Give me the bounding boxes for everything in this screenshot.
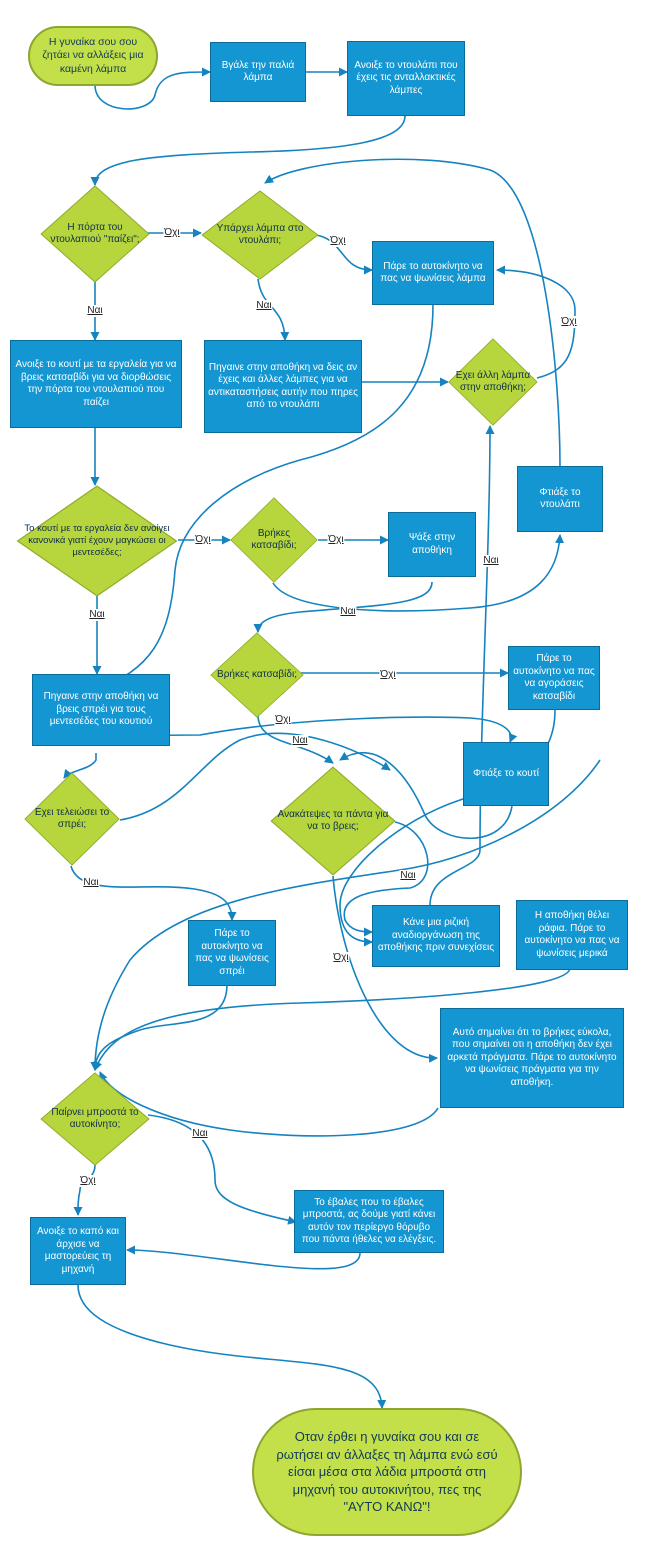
diamond-shape: [270, 766, 396, 876]
spray-finished-decision: Εχει τελειώσει το σπρέι;: [24, 772, 120, 866]
decision-text: Παίρνει μπροστά το αυτοκίνητο;: [51, 1106, 139, 1131]
edge-label-no: Όχι: [560, 316, 578, 328]
edge-shelves-car: [93, 967, 571, 1071]
drive-buy-screwdriver-step: Πάρε το αυτοκίνητο να πας να αγοράσεις κ…: [508, 646, 600, 710]
decision-text: Υπάρχει λάμπα στο ντουλάπι;: [216, 222, 304, 247]
edge-lamp-storage: [257, 278, 290, 341]
diamond-shape: [448, 338, 538, 426]
edge-noise-hood: [126, 1245, 361, 1270]
other-lamp-storage-decision: Εχει άλλη λάμπα στην αποθήκη;: [448, 338, 538, 426]
edge-start-remove: [94, 67, 211, 110]
edge-open-door: [90, 115, 406, 186]
go-storage-replace-step: Πηγαινε στην αποθήκη να δεις αν έχεις κα…: [204, 340, 362, 433]
edge-label-no: Όχι: [79, 1175, 97, 1187]
edge-label-yes: Ναι: [82, 877, 100, 889]
decision-text: Εχει άλλη λάμπα στην αποθήκη;: [455, 369, 531, 394]
edge-mess-car: [90, 759, 601, 1071]
fix-cabinet-step: Φτιάξε το ντουλάπι: [517, 466, 603, 532]
edge-label-yes: Ναι: [191, 1128, 209, 1140]
edge-hood-end: [77, 1284, 387, 1409]
open-spare-cabinet-step: Ανοιξε το ντουλάπι που έχεις τις ανταλλα…: [347, 41, 465, 116]
decision-text: Εχει τελειώσει το σπρέι;: [34, 806, 110, 831]
search-storage-step: Ψάξε στην αποθήκη: [388, 512, 476, 577]
edge-lamp-buy: [315, 234, 373, 275]
decision-text: Βρήκες κατσαβίδι;: [217, 668, 297, 680]
drive-buy-lamp-step: Πάρε το αυτοκίνητο να πας να ψωνίσεις λά…: [372, 241, 494, 305]
storage-shelves-step: Η αποθήκη θέλει ράφια. Πάρε το αυτοκίνητ…: [516, 900, 628, 970]
fix-box-step: Φτιάξε το κουτί: [463, 742, 549, 806]
car-starts-decision: Παίρνει μπροστά το αυτοκίνητο;: [40, 1072, 150, 1166]
end-terminal: Οταν έρθει η γυναίκα σου και σε ρωτήσει …: [252, 1408, 522, 1536]
edge-label-no: Όχι: [329, 235, 347, 247]
diamond-shape: [24, 772, 120, 866]
edge-label-yes: Ναι: [255, 300, 273, 312]
messed-everything-decision: Ανακάτεψες τα πάντα για να το βρεις;: [270, 766, 396, 876]
edge-label-yes: Ναι: [86, 305, 104, 317]
start-terminal: Η γυναίκα σου σου ζητάει να αλλάξεις μια…: [28, 26, 158, 86]
lamp-in-cabinet-decision: Υπάρχει λάμπα στο ντουλάπι;: [201, 190, 319, 280]
diamond-shape: [40, 185, 150, 283]
drive-buy-spray-step: Πάρε το αυτοκίνητο να πας να ψωνίσεις σπ…: [188, 920, 276, 986]
decision-text: Βρήκες κατσαβίδι;: [251, 527, 297, 552]
edge-label-yes: Ναι: [291, 735, 309, 747]
edge-car-noise: [147, 1114, 297, 1225]
open-hood-step: Ανοιξε το καπό και άρχισε να μαστορεύεις…: [30, 1217, 126, 1285]
edge-buy-drive: [94, 304, 434, 692]
edge-spray-yes: [70, 865, 237, 921]
edge-search-sd2: [253, 581, 433, 633]
toolbox-stuck-decision: Το κουτί με τα εργαλεία δεν ανοίγει κανο…: [16, 485, 178, 597]
edge-label-yes: Ναι: [399, 870, 417, 882]
diamond-shape: [201, 190, 319, 280]
edge-reorg-drive: [429, 425, 495, 906]
decision-text: Η πόρτα του ντουλαπιού "παίζει";: [50, 221, 140, 246]
diamond-shape: [230, 497, 318, 583]
reorganize-storage-step: Κάνε μια ριζική αναδιοργάνωση της αποθήκ…: [372, 905, 500, 967]
diamond-shape: [210, 632, 304, 718]
edge-spray-finished-loop: [63, 753, 97, 779]
edge-sd2-mess: [257, 714, 334, 764]
edge-label-no: Όχι: [194, 534, 212, 546]
edge-fixbox-mess: [339, 751, 513, 840]
edge-mess-easy: [332, 875, 438, 1063]
found-screwdriver-decision-2: Βρήκες κατσαβίδι;: [210, 632, 304, 718]
edge-other-buy: [496, 265, 576, 379]
open-toolbox-step: Ανοιξε το κουτί με τα εργαλεία για να βρ…: [10, 340, 182, 428]
remove-old-lamp-step: Βγάλε την παλιά λάμπα: [210, 42, 306, 102]
edge-car-hood: [73, 1164, 96, 1216]
edge-label-yes: Ναι: [482, 555, 500, 567]
edge-label-no: Όχι: [332, 952, 350, 964]
noise-check-step: Το έβαλες που το έβαλες μπροστά, ας δούμ…: [294, 1190, 444, 1253]
edge-label-yes: Ναι: [88, 609, 106, 621]
found-screwdriver-decision-1: Βρήκες κατσαβίδι;: [230, 497, 318, 583]
edge-label-no: Όχι: [163, 227, 181, 239]
diamond-shape: [16, 485, 178, 597]
edge-label-no: Όχι: [274, 714, 292, 726]
edge-buyspray-car: [90, 984, 228, 1071]
edge-label-yes: Ναι: [339, 606, 357, 618]
edge-sd1-fixcab: [272, 534, 565, 612]
edge-spray-no: [119, 732, 391, 821]
diamond-shape: [40, 1072, 150, 1166]
door-sticks-decision: Η πόρτα του ντουλαπιού "παίζει";: [40, 185, 150, 283]
edge-fixcab-lamp: [264, 158, 561, 467]
edge-label-no: Όχι: [327, 534, 345, 546]
edge-label-no: Όχι: [379, 669, 397, 681]
decision-text: Ανακάτεψες τα πάντα για να το βρεις;: [277, 808, 389, 833]
edge-easy-car: [99, 1071, 439, 1137]
decision-text: Το κουτί με τα εργαλεία δεν ανοίγει κανο…: [24, 523, 170, 558]
edge-mess-reorg: [343, 821, 429, 937]
go-storage-spray-step: Πηγαινε στην αποθήκη να βρεις σπρέι για …: [32, 674, 170, 746]
found-easily-step: Αυτό σημαίνει ότι το βρήκες εύκολα, που …: [440, 1008, 624, 1108]
